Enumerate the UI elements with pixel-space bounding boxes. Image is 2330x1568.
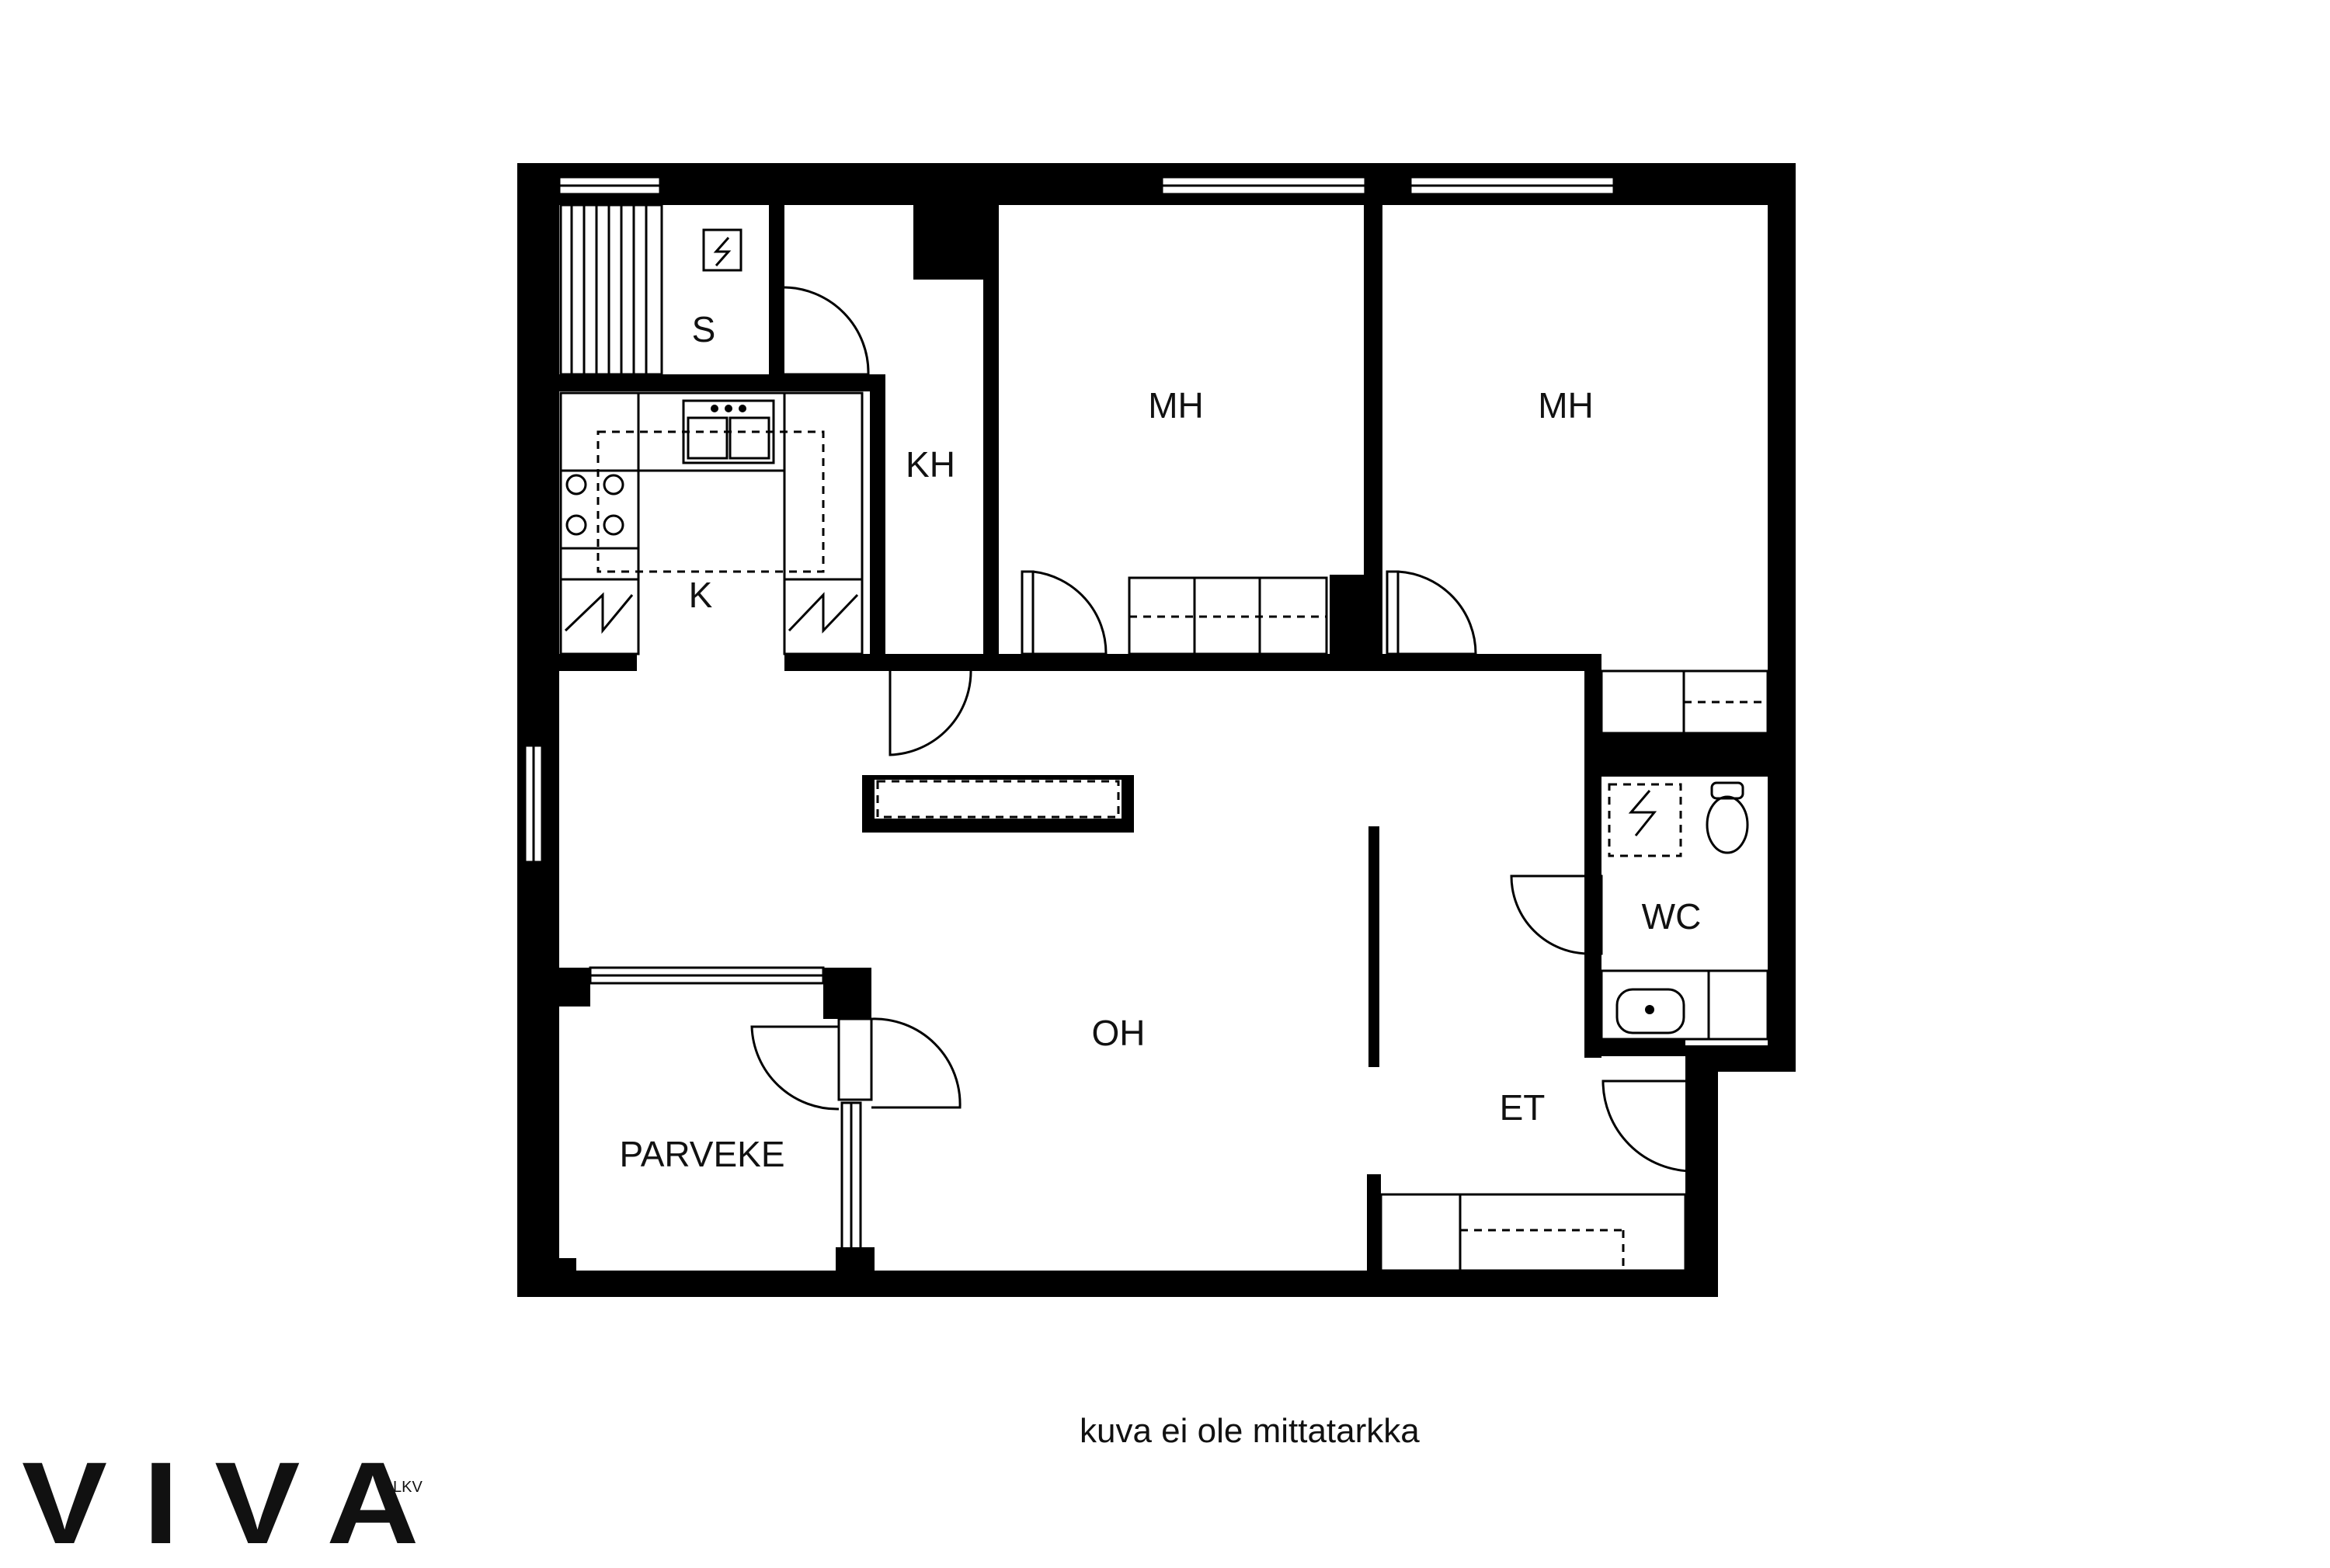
viva-logo: VIVA LKV bbox=[22, 1445, 423, 1561]
logo-wordmark: VIVA bbox=[22, 1438, 455, 1568]
room-label-kh: KH bbox=[906, 444, 955, 485]
doors bbox=[750, 286, 1710, 1173]
room-label-et: ET bbox=[1500, 1087, 1546, 1128]
sauna-fixtures bbox=[559, 203, 742, 376]
windows bbox=[523, 176, 1615, 1283]
interior-walls bbox=[517, 205, 1768, 1297]
room-label-mh-2: MH bbox=[1538, 385, 1594, 426]
room-label-mh-1: MH bbox=[1148, 385, 1204, 426]
room-label-parveke: PARVEKE bbox=[619, 1134, 784, 1174]
room-label-oh: OH bbox=[1092, 1013, 1146, 1053]
outer-walls bbox=[517, 163, 1796, 1297]
wc-fixtures bbox=[1600, 781, 1769, 1041]
room-labels: S KH MH MH K WC OH ET PARVEKE bbox=[619, 309, 1701, 1174]
scale-disclaimer: kuva ei ole mittatarkka bbox=[1080, 1412, 1420, 1450]
room-label-k: K bbox=[689, 575, 713, 615]
wardrobes bbox=[1128, 576, 1769, 1272]
logo-suffix: LKV bbox=[393, 1479, 423, 1496]
kitchen-fixtures bbox=[559, 391, 864, 655]
room-label-s: S bbox=[692, 309, 716, 349]
room-label-wc: WC bbox=[1642, 896, 1702, 937]
